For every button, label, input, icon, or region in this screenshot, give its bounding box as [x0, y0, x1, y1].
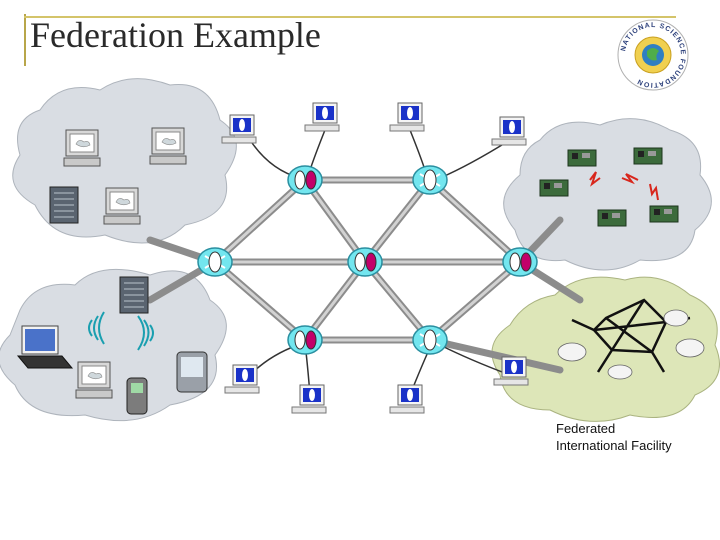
- wireless-signal-icon: [88, 311, 154, 351]
- workstation-icon: [389, 384, 425, 414]
- workstation-icon: [491, 116, 527, 146]
- subnet-cloud-icon: [663, 309, 689, 327]
- router-node: [197, 247, 233, 277]
- subnet-cloud-icon: [557, 342, 587, 362]
- cloud-left-bottom: [0, 268, 227, 422]
- pda-icon: [176, 351, 208, 393]
- server-icon: [49, 186, 79, 224]
- title-rule-vertical: [24, 14, 26, 66]
- title-rule-horizontal: [24, 16, 676, 18]
- facility-caption: Federated International Facility: [556, 420, 672, 454]
- desktop-pc-icon: [149, 127, 187, 165]
- sensor-board-icon: [567, 149, 597, 167]
- router-node: [412, 325, 448, 355]
- router-node: [347, 247, 383, 277]
- workstation-icon: [224, 364, 260, 394]
- router-node: [287, 165, 323, 195]
- subnet-cloud-icon: [675, 338, 705, 358]
- desktop-pc-icon: [63, 129, 101, 167]
- workstation-icon: [304, 102, 340, 132]
- sensor-board-icon: [539, 179, 569, 197]
- slide-title: Federation Example: [30, 15, 321, 55]
- wireless-link-icon: [589, 171, 659, 201]
- laptop-icon: [16, 325, 74, 369]
- desktop-pc-icon: [75, 361, 113, 399]
- router-node: [502, 247, 538, 277]
- nsf-logo: NATIONAL SCIENCE FOUNDATION: [617, 19, 689, 91]
- caption-line: Federated: [556, 421, 616, 436]
- desktop-pc-icon: [103, 187, 141, 225]
- router-node: [287, 325, 323, 355]
- mobile-phone-icon: [126, 377, 148, 415]
- caption-line: International Facility: [556, 438, 672, 453]
- sensor-board-icon: [649, 205, 679, 223]
- sensor-board-icon: [633, 147, 663, 165]
- workstation-icon: [291, 384, 327, 414]
- workstation-icon: [389, 102, 425, 132]
- sensor-board-icon: [597, 209, 627, 227]
- subnet-cloud-icon: [607, 364, 633, 380]
- router-node: [412, 165, 448, 195]
- server-icon: [119, 276, 149, 314]
